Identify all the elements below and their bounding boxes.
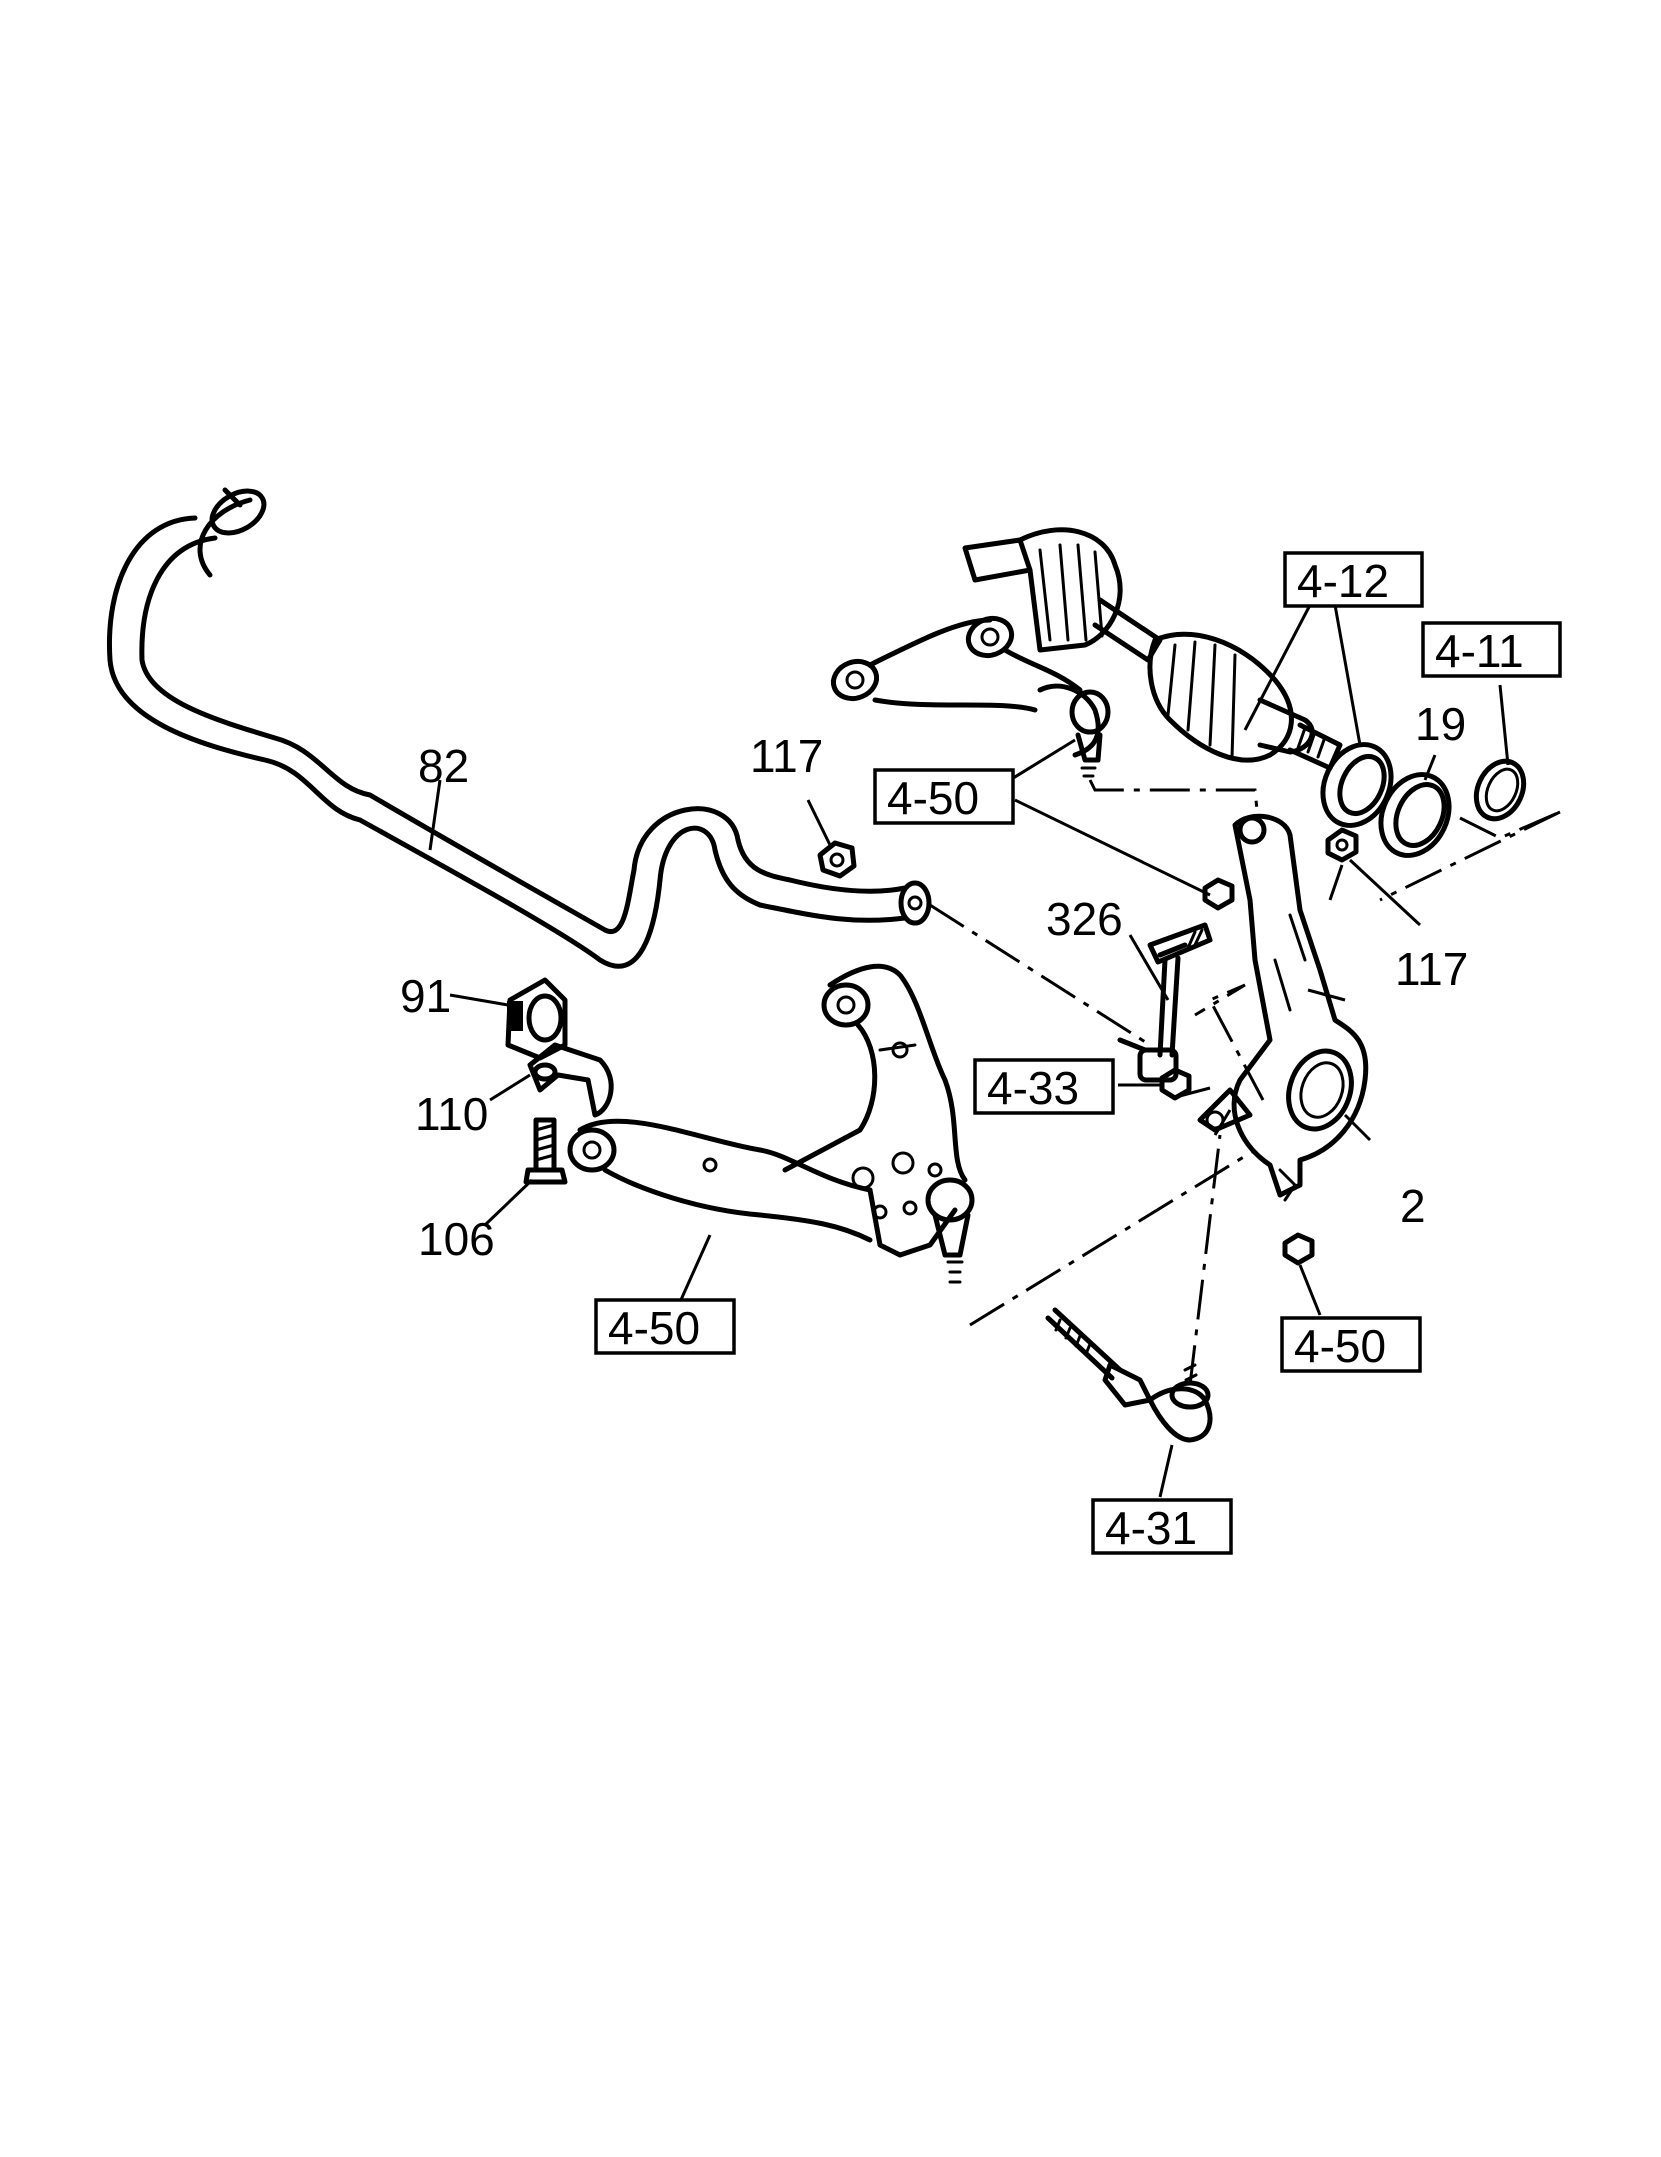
part-label-19: 19 (1415, 698, 1466, 750)
svg-text:4-50: 4-50 (887, 772, 979, 824)
connection-lines (929, 779, 1561, 1386)
svg-text:4-50: 4-50 (608, 1302, 700, 1354)
part-label-82: 82 (418, 740, 469, 792)
leader-lines (428, 604, 1510, 1498)
part-label-326: 326 (1046, 893, 1123, 945)
section-refs: 4-12 4-11 4-50 4-33 4-50 4-50 4-31 (594, 551, 1562, 1555)
section-ref-4-50[interactable]: 4-50 (594, 1298, 736, 1355)
bolt (523, 1117, 568, 1185)
section-ref-4-50[interactable]: 4-50 (1280, 1316, 1422, 1373)
svg-text:4-11: 4-11 (1435, 625, 1524, 677)
snap-ring (1473, 758, 1527, 822)
svg-text:4-12: 4-12 (1297, 555, 1389, 607)
part-labels: 82 117 326 117 91 110 106 19 2 (400, 698, 1468, 1265)
upper-control-arm (830, 615, 1111, 778)
part-label-117: 117 (750, 730, 823, 782)
nut (1325, 827, 1359, 863)
bracket (527, 1042, 614, 1118)
section-ref-4-50[interactable]: 4-50 (873, 768, 1015, 825)
part-label-110: 110 (415, 1088, 488, 1140)
drive-shaft (962, 527, 1343, 771)
lower-control-arm (567, 963, 975, 1284)
tie-rod-end (1045, 1307, 1213, 1443)
section-ref-4-31[interactable]: 4-31 (1091, 1498, 1233, 1555)
nut (1159, 1067, 1192, 1101)
nut (817, 840, 857, 879)
bearing (1378, 772, 1452, 858)
stabilizer-bar (106, 487, 932, 969)
part-label-106: 106 (418, 1213, 495, 1265)
svg-text:4-50: 4-50 (1294, 1320, 1386, 1372)
svg-text:4-31: 4-31 (1105, 1502, 1197, 1554)
bushing (505, 977, 568, 1061)
part-label-2: 2 (1400, 1180, 1426, 1232)
section-ref-4-12[interactable]: 4-12 (1283, 551, 1424, 608)
section-ref-4-11[interactable]: 4-11 (1421, 621, 1562, 678)
section-ref-4-33[interactable]: 4-33 (973, 1058, 1115, 1115)
stabilizer-link (1117, 922, 1213, 1083)
part-label-91: 91 (400, 970, 451, 1022)
steering-knuckle (1197, 813, 1369, 1202)
nut (1282, 1232, 1315, 1266)
seal (1320, 742, 1394, 828)
nut (1202, 877, 1235, 911)
svg-text:4-33: 4-33 (987, 1062, 1079, 1114)
part-label-117: 117 (1395, 943, 1468, 995)
